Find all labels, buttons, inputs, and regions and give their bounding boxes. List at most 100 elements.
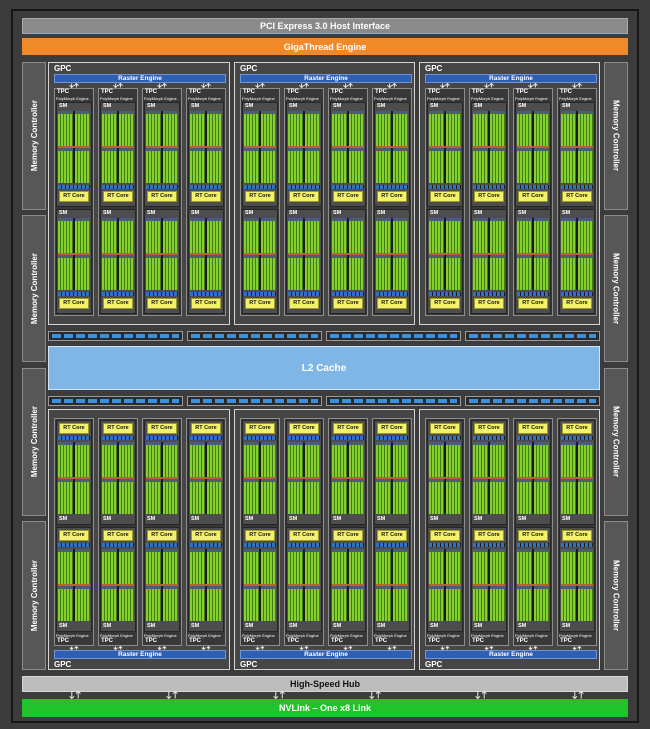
processing-block bbox=[517, 479, 532, 514]
sm-l1-strip bbox=[190, 543, 222, 547]
bidirectional-arrow-icon bbox=[484, 646, 494, 650]
rt-core: RT Core bbox=[245, 191, 275, 202]
bidirectional-arrow-icon bbox=[440, 83, 450, 88]
crossbar-links bbox=[191, 334, 318, 338]
sm-l1-strip bbox=[473, 543, 505, 547]
processing-block bbox=[561, 111, 576, 146]
cuda-core-array bbox=[517, 549, 549, 621]
sm-l1-strip bbox=[517, 292, 549, 296]
core-divider bbox=[561, 146, 593, 148]
processing-block bbox=[578, 148, 593, 183]
rt-core: RT Core bbox=[474, 423, 504, 434]
core-divider bbox=[288, 477, 320, 479]
tpc-label: TPC bbox=[145, 638, 157, 644]
processing-block bbox=[446, 218, 461, 253]
processing-block bbox=[561, 586, 576, 621]
core-divider bbox=[102, 253, 134, 255]
processing-block bbox=[305, 549, 320, 584]
rt-core: RT Core bbox=[103, 191, 133, 202]
crossbar-segment bbox=[187, 331, 322, 341]
sm-l1-strip bbox=[561, 185, 593, 189]
cuda-core-array bbox=[473, 442, 505, 514]
memory-controller-left-4: Memory Controller bbox=[22, 521, 46, 670]
cuda-core-array bbox=[429, 218, 461, 290]
rt-core: RT Core bbox=[333, 423, 363, 434]
sm-label: SM bbox=[518, 210, 527, 216]
rt-core: RT Core bbox=[518, 191, 548, 202]
processing-block bbox=[102, 218, 117, 253]
bidirectional-arrow-icon bbox=[528, 646, 538, 650]
sm-label: SM bbox=[518, 516, 527, 522]
sm-l1-strip bbox=[429, 185, 461, 189]
rt-core: RT Core bbox=[562, 298, 592, 309]
sm-label: SM bbox=[430, 516, 439, 522]
processing-block bbox=[473, 148, 488, 183]
memory-controller-label: Memory Controller bbox=[29, 406, 39, 478]
processing-block bbox=[446, 148, 461, 183]
memory-controller-label: Memory Controller bbox=[611, 406, 621, 478]
processing-block bbox=[305, 111, 320, 146]
sm-label: SM bbox=[245, 210, 254, 216]
processing-block bbox=[561, 479, 576, 514]
processing-block bbox=[288, 218, 303, 253]
processing-block bbox=[102, 586, 117, 621]
processing-block bbox=[429, 442, 444, 477]
tpc-label: TPC bbox=[331, 89, 343, 95]
sm-label: SM bbox=[518, 103, 527, 109]
cuda-core-array bbox=[332, 549, 364, 621]
sm-l1-strip bbox=[429, 292, 461, 296]
processing-block bbox=[119, 148, 134, 183]
polymorph-engine-label: PolyMorph Engine bbox=[515, 96, 548, 101]
sm-l1-strip bbox=[517, 185, 549, 189]
sm-l1-strip bbox=[288, 543, 320, 547]
rt-core: RT Core bbox=[147, 298, 177, 309]
polymorph-engine-label: PolyMorph Engine bbox=[427, 633, 460, 638]
memory-controller-label: Memory Controller bbox=[29, 559, 39, 632]
sm-label: SM bbox=[430, 103, 439, 109]
processing-block bbox=[261, 479, 276, 514]
processing-block bbox=[332, 479, 347, 514]
processing-block bbox=[163, 148, 178, 183]
crossbar-links bbox=[469, 334, 596, 338]
crossbar-segment bbox=[465, 331, 600, 341]
tpc-label: TPC bbox=[145, 89, 157, 95]
processing-block bbox=[75, 586, 90, 621]
cuda-core-array bbox=[190, 442, 222, 514]
processing-block bbox=[244, 218, 259, 253]
processing-block bbox=[146, 586, 161, 621]
sm-label: SM bbox=[333, 103, 342, 109]
l2-cache-label: L2 Cache bbox=[301, 362, 347, 374]
bidirectional-arrow-icon bbox=[484, 83, 494, 88]
rt-core: RT Core bbox=[103, 298, 133, 309]
sm-label: SM bbox=[289, 103, 298, 109]
rt-core: RT Core bbox=[289, 530, 319, 541]
processing-block bbox=[473, 442, 488, 477]
bidirectional-arrow-icon bbox=[157, 646, 167, 650]
processing-block bbox=[446, 586, 461, 621]
rt-core: RT Core bbox=[289, 423, 319, 434]
processing-block bbox=[58, 442, 73, 477]
sm-label: SM bbox=[147, 103, 156, 109]
memory-controller-right-1: Memory Controller bbox=[604, 62, 628, 210]
bidirectional-arrow-icon bbox=[343, 83, 353, 88]
cuda-core-array bbox=[517, 218, 549, 290]
sm-l1-strip bbox=[429, 543, 461, 547]
crossbar-links bbox=[330, 399, 457, 403]
rt-core: RT Core bbox=[289, 298, 319, 309]
polymorph-engine-label: PolyMorph Engine bbox=[286, 633, 319, 638]
processing-block bbox=[207, 111, 222, 146]
processing-block bbox=[75, 255, 90, 290]
processing-block bbox=[332, 442, 347, 477]
